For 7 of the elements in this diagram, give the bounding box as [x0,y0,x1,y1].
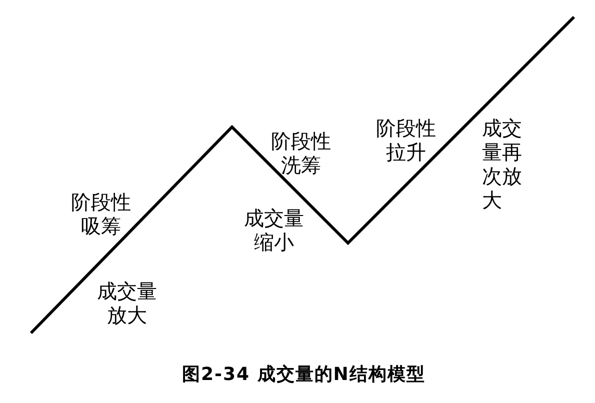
stage-label: 成交量再次放大 [482,116,522,212]
figure-caption: 图2-34 成交量的N结构模型 [182,364,426,386]
stage-label: 成交量缩小 [244,206,304,254]
stage-label: 阶段性洗筹 [271,129,331,177]
stage-label: 阶段性拉升 [376,116,436,164]
stage-label: 阶段性吸筹 [71,190,131,238]
stage-label: 成交量放大 [97,279,157,327]
